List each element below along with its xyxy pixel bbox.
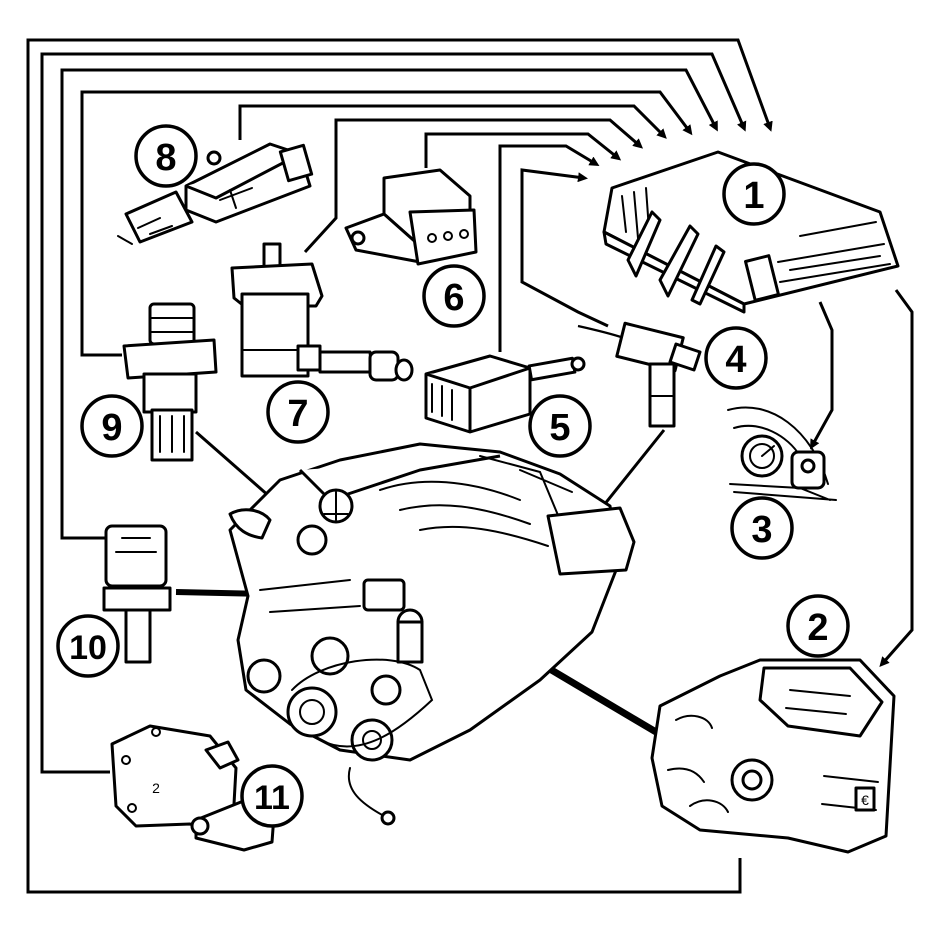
wiring-harness [26,38,914,894]
engine-block [228,442,636,826]
actuator-plate-number: 2 [152,780,160,796]
wire-sensor-6 [424,132,622,168]
wire-ecu-to-dash [810,301,834,450]
wire-sensor-4 [520,168,609,328]
callout-11: 11 [240,764,304,828]
wire-actuator-11 [40,52,747,774]
instrument-cluster [727,406,837,501]
injection-pump: € [650,658,896,854]
callout-8-label: 8 [155,137,176,179]
solenoid-valve [230,242,414,382]
wire-solenoid-7 [303,118,644,254]
wire-relay-5 [498,144,600,352]
callout-3: 3 [730,496,794,560]
callout-8: 8 [134,124,198,188]
wire-pump-to-ecu [26,38,773,894]
wire-ecu-to-pump [879,289,914,667]
callout-9-label: 9 [101,407,122,449]
callout-10-label: 10 [69,629,107,667]
callout-6-label: 6 [443,277,464,319]
wire-sensor-9 [80,90,693,357]
pump-logo: € [861,792,869,808]
speed-sensor [577,321,702,428]
pressure-sensor [344,168,478,266]
callout-1-label: 1 [743,175,764,217]
callout-5: 5 [528,394,592,458]
temperature-sender-10 [102,524,172,664]
relay [424,354,586,434]
callout-7-label: 7 [287,393,308,435]
callout-2: 2 [786,594,850,658]
temperature-sensor-9 [122,302,218,462]
callout-5-label: 5 [549,407,570,449]
callout-6: 6 [422,264,486,328]
wire-sensor-10 [60,68,718,540]
callout-1: 1 [722,162,786,226]
callout-4: 4 [704,326,768,390]
callout-3-label: 3 [751,509,772,551]
callout-10: 10 [56,614,120,678]
control-module [602,150,900,314]
leader-9 [195,430,279,506]
switch-assembly [117,142,314,245]
callout-2-label: 2 [807,607,828,649]
callout-9: 9 [80,394,144,458]
callout-4-label: 4 [725,339,746,381]
callout-11-label: 11 [254,779,290,817]
callout-7: 7 [266,380,330,444]
wire-switch-8 [238,104,667,140]
